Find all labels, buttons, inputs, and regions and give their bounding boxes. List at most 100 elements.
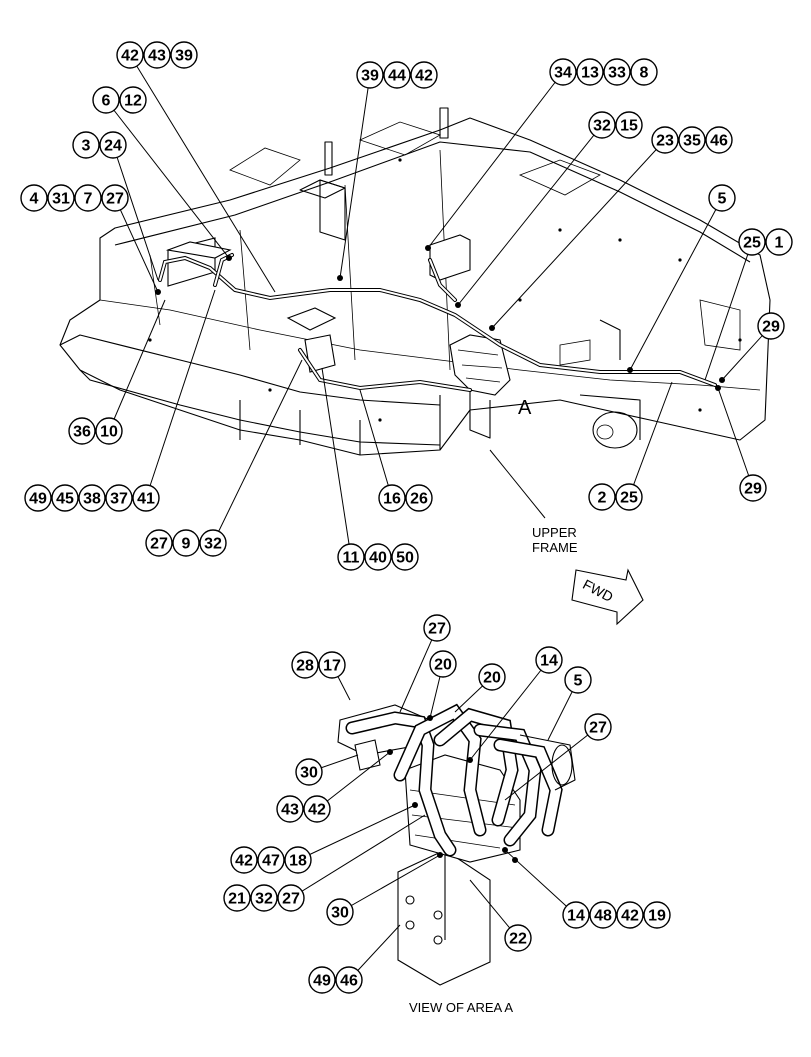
callout-bubble: 25 <box>738 228 766 256</box>
callout-number: 25 <box>620 490 638 507</box>
callout-group: 27 9 32 <box>145 529 227 557</box>
leader-line <box>629 197 723 371</box>
leader-line <box>491 139 666 329</box>
callout-number: 47 <box>262 853 280 870</box>
callout-bubble: 46 <box>335 966 363 994</box>
callout-group: 20 <box>478 663 506 691</box>
leader-line <box>316 751 391 810</box>
callout-number: 13 <box>581 65 599 82</box>
callout-group: 30 <box>295 758 323 786</box>
callout-number: 37 <box>110 491 128 508</box>
callout-number: 9 <box>182 536 191 553</box>
callout-number: 39 <box>361 68 379 85</box>
callout-number: 26 <box>410 491 428 508</box>
callout-bubble: 7 <box>74 184 102 212</box>
leader-line <box>105 99 230 259</box>
callout-number: 23 <box>656 133 674 150</box>
callout-group: 20 <box>429 650 457 678</box>
callout-number: 46 <box>340 973 358 990</box>
callout-bubble: 42 <box>410 61 438 89</box>
callout-bubble: 27 <box>277 884 305 912</box>
callout-bubble: 45 <box>51 484 79 512</box>
callout-number: 2 <box>598 490 607 507</box>
callout-bubble: 11 <box>337 543 365 571</box>
upper-frame-label-line2: FRAME <box>532 540 578 555</box>
callout-number: 42 <box>308 802 326 819</box>
callout-bubble: 43 <box>143 41 171 69</box>
callout-number: 33 <box>608 65 626 82</box>
callout-bubble: 21 <box>223 884 251 912</box>
callout-group: 29 <box>739 474 767 502</box>
callout-bubble: 20 <box>478 663 506 691</box>
callout-bubble: 42 <box>116 41 144 69</box>
callout-bubble: 27 <box>145 529 173 557</box>
upper-frame-label-line1: UPPER <box>532 525 577 540</box>
leader-lines <box>105 54 772 981</box>
callout-number: 20 <box>434 657 452 674</box>
leader-line <box>427 71 564 249</box>
callout-bubble: 42 <box>303 795 331 823</box>
callout-number: 39 <box>175 48 193 65</box>
callout-number: 5 <box>574 673 583 690</box>
callout-number: 11 <box>343 550 360 567</box>
callout-bubble: 38 <box>78 484 106 512</box>
callout-bubble: 46 <box>705 126 733 154</box>
callout-group: 36 10 <box>68 417 123 445</box>
callout-number: 49 <box>313 973 331 990</box>
callout-number: 25 <box>743 235 761 252</box>
callout-group: 5 <box>564 666 592 694</box>
callout-number: 34 <box>554 65 572 82</box>
callout-number: 41 <box>137 491 155 508</box>
callout-number: 7 <box>84 191 93 208</box>
callout-bubble: 42 <box>616 901 644 929</box>
leader-line <box>114 197 159 293</box>
callout-number: 14 <box>567 908 585 925</box>
callout-bubble: 48 <box>589 901 617 929</box>
callout-number: 50 <box>396 550 414 567</box>
leader-line <box>108 299 166 432</box>
callout-group: 43 42 <box>276 795 331 823</box>
leader-line <box>339 854 441 913</box>
area-a-marker: A <box>518 397 532 419</box>
callout-number: 48 <box>594 908 612 925</box>
callout-number: 21 <box>228 891 246 908</box>
leader-line <box>399 627 438 713</box>
callout-number: 46 <box>710 133 728 150</box>
leader-line <box>628 381 673 498</box>
leader-line <box>212 359 303 544</box>
callout-group: 2 25 <box>588 483 643 511</box>
callout-group: 27 <box>423 614 451 642</box>
callout-bubble: 43 <box>276 795 304 823</box>
upper-frame-drawing <box>59 107 771 456</box>
callout-group: 5 <box>708 184 736 212</box>
callout-bubble: 30 <box>295 758 323 786</box>
callout-bubble: 31 <box>47 184 75 212</box>
callout-bubble: 10 <box>95 417 123 445</box>
callout-bubble: 27 <box>423 614 451 642</box>
callout-bubble: 28 <box>291 651 319 679</box>
callout-bubble: 2 <box>588 483 616 511</box>
area-a-detail-drawing <box>337 703 576 986</box>
callout-bubble: 16 <box>378 484 406 512</box>
callout-number: 10 <box>100 424 118 441</box>
leader-line <box>129 54 276 293</box>
callout-number: 43 <box>281 802 299 819</box>
callout-number: 36 <box>73 424 91 441</box>
callout-number: 42 <box>415 68 433 85</box>
leader-line <box>359 389 393 499</box>
callout-number: 38 <box>83 491 101 508</box>
callout-bubble: 32 <box>199 529 227 557</box>
callout-bubble: 27 <box>101 184 129 212</box>
callout-bubble: 40 <box>364 543 392 571</box>
callout-number: 42 <box>621 908 639 925</box>
callout-bubble: 32 <box>250 884 278 912</box>
callout-bubble: 20 <box>429 650 457 678</box>
